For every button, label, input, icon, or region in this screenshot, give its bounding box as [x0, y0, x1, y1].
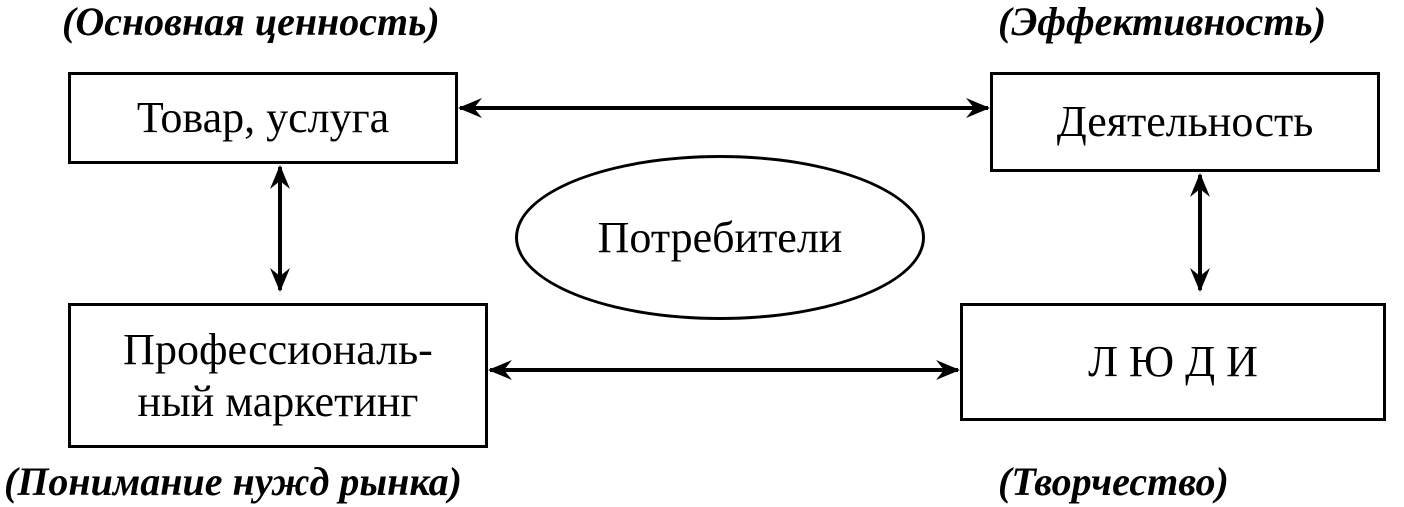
product-service-box: Товар, услуга [68, 72, 458, 164]
caption-core-value: (Основная ценность) [62, 0, 440, 44]
activity-box: Деятельность [990, 72, 1380, 172]
caption-market-needs: (Понимание нужд рынка) [4, 459, 462, 504]
activity-label: Деятельность [1056, 97, 1314, 146]
professional-marketing-line2: ный маркетинг [137, 376, 419, 426]
product-service-label: Товар, услуга [136, 93, 390, 142]
caption-efficiency: (Эффективность) [998, 0, 1327, 44]
caption-creativity: (Творчество) [998, 459, 1229, 504]
people-label: Л Ю Д И [1088, 337, 1258, 386]
professional-marketing-label: Профессиональ- ный маркетинг [123, 324, 433, 428]
professional-marketing-box: Профессиональ- ный маркетинг [68, 303, 488, 448]
people-box: Л Ю Д И [960, 303, 1386, 421]
consumers-ellipse: Потребители [515, 155, 925, 320]
professional-marketing-line1: Профессиональ- [123, 324, 433, 374]
consumers-label: Потребители [597, 213, 843, 262]
